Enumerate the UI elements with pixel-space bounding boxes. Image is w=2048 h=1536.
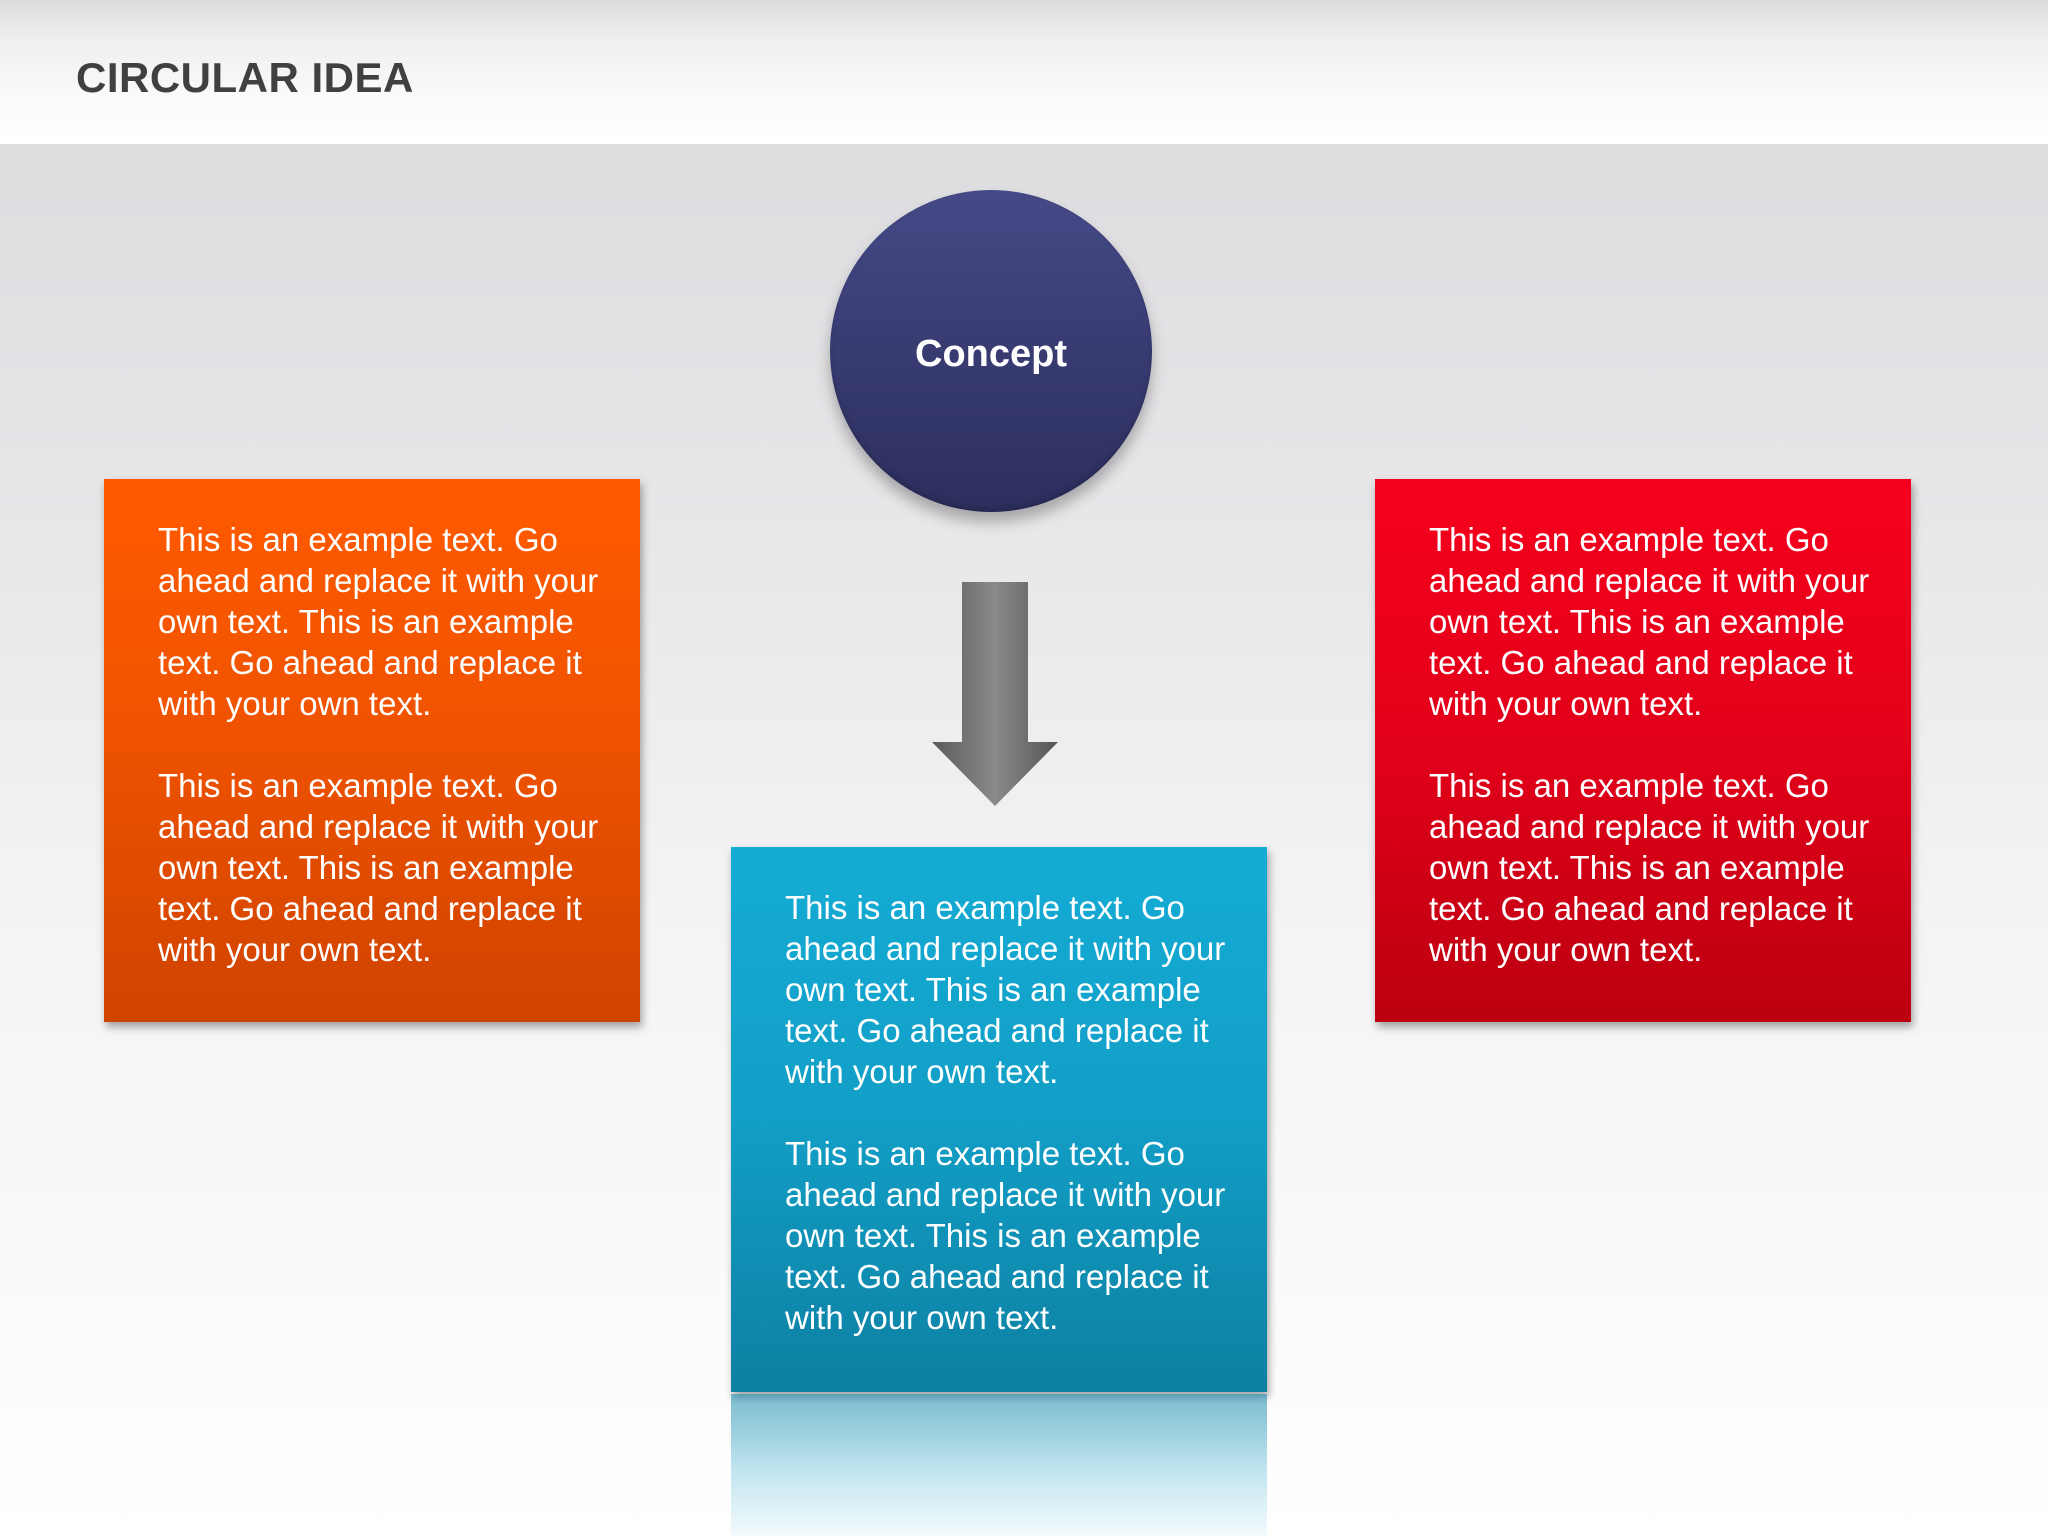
text-box-blue: This is an example text. Go ahead and re…	[731, 847, 1267, 1392]
down-arrow-icon	[932, 582, 1058, 806]
text-box-red-paragraph-1: This is an example text. Go ahead and re…	[1429, 521, 1870, 722]
slide-title: CIRCULAR IDEA	[76, 54, 414, 101]
text-box-red-paragraph-2: This is an example text. Go ahead and re…	[1429, 767, 1870, 968]
text-box-orange: This is an example text. Go ahead and re…	[104, 479, 640, 1022]
text-box-blue-reflection	[731, 1394, 1267, 1536]
text-box-red: This is an example text. Go ahead and re…	[1375, 479, 1911, 1022]
slide-header: CIRCULAR IDEA	[0, 0, 2048, 144]
concept-circle: Concept	[830, 190, 1152, 512]
text-box-orange-paragraph-2: This is an example text. Go ahead and re…	[158, 767, 599, 968]
text-box-orange-paragraph-1: This is an example text. Go ahead and re…	[158, 521, 599, 722]
text-box-blue-paragraph-1: This is an example text. Go ahead and re…	[785, 889, 1226, 1090]
concept-label: Concept	[915, 332, 1067, 375]
text-box-blue-paragraph-2: This is an example text. Go ahead and re…	[785, 1135, 1226, 1336]
